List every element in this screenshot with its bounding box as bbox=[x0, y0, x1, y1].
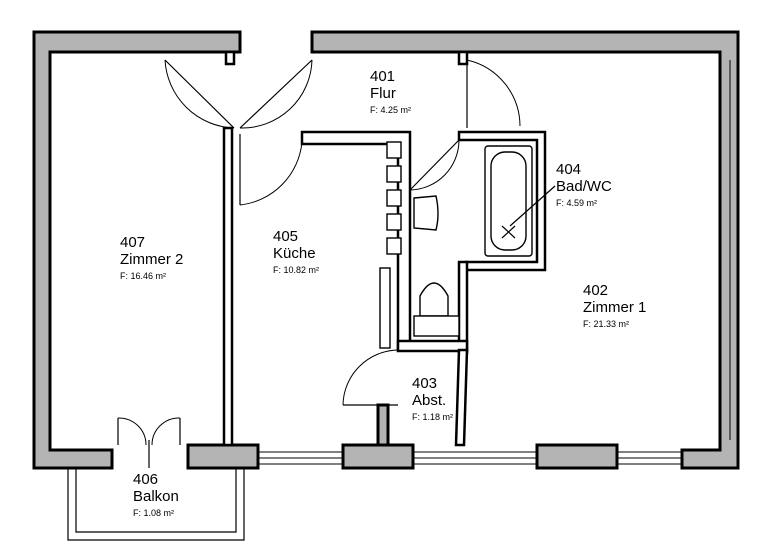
room-area: F: 1.18 m² bbox=[412, 412, 454, 422]
wall-bad-lower bbox=[457, 260, 469, 354]
chimney-shaft bbox=[379, 267, 391, 349]
wall-stub-top bbox=[224, 50, 236, 66]
balcony-railing bbox=[67, 468, 245, 541]
room-label-403: 403 Abst. F: 1.18 m² bbox=[412, 375, 453, 424]
door-swing bbox=[466, 59, 521, 127]
wall-stub-top bbox=[457, 50, 469, 66]
room-area: F: 21.33 m² bbox=[583, 319, 630, 329]
room-number: 406 bbox=[133, 471, 159, 488]
room-area: F: 1.08 m² bbox=[133, 508, 175, 518]
room-area: F: 16.46 m² bbox=[120, 271, 167, 281]
bathtub-drain-mark bbox=[501, 225, 516, 239]
wall-abst-slant bbox=[454, 348, 469, 447]
exterior-wall-bottom-segment bbox=[341, 443, 415, 470]
room-number: 401 bbox=[370, 68, 396, 85]
room-label-405: 405 Küche F: 10.82 m² bbox=[273, 228, 319, 277]
room-name: Balkon bbox=[133, 488, 179, 505]
balcony-railing-inner bbox=[75, 468, 237, 533]
door-swing bbox=[239, 59, 313, 129]
chimney-flue bbox=[386, 213, 402, 231]
exterior-wall-left-top bbox=[32, 30, 242, 470]
room-area: F: 4.59 m² bbox=[556, 198, 598, 208]
room-number: 402 bbox=[583, 282, 609, 299]
chimney-flues bbox=[379, 141, 402, 349]
room-label-401: 401 Flur F: 4.25 m² bbox=[370, 68, 411, 117]
room-number: 407 bbox=[120, 234, 146, 251]
exterior-walls bbox=[32, 30, 740, 470]
door-leaf bbox=[239, 59, 313, 129]
room-name: Zimmer 2 bbox=[120, 251, 184, 268]
toilet-tank bbox=[413, 315, 460, 337]
room-name: Flur bbox=[370, 85, 396, 102]
door-swing bbox=[164, 59, 235, 129]
balcony bbox=[67, 468, 245, 541]
door-swing bbox=[151, 417, 181, 446]
room-area: F: 10.82 m² bbox=[273, 265, 320, 275]
chimney-flue bbox=[386, 189, 402, 207]
door-swing bbox=[239, 141, 303, 206]
doors bbox=[117, 59, 521, 468]
wall-abst-top bbox=[396, 339, 469, 353]
exterior-wall-bottom-segment bbox=[186, 443, 260, 470]
room-name: Bad/WC bbox=[556, 178, 612, 195]
bad-label-leader bbox=[509, 185, 556, 227]
door-swing bbox=[117, 417, 147, 446]
room-number: 403 bbox=[412, 375, 438, 392]
room-label-402: 402 Zimmer 1 F: 21.33 m² bbox=[583, 282, 646, 331]
room-number: 404 bbox=[556, 161, 582, 178]
exterior-wall-bottom-segment bbox=[535, 443, 619, 470]
toilet-icon bbox=[419, 282, 449, 317]
room-label-407: 407 Zimmer 2 F: 16.46 m² bbox=[120, 234, 183, 283]
room-label-406: 406 Balkon F: 1.08 m² bbox=[133, 471, 179, 520]
wall-zimmer2-kueche bbox=[222, 126, 234, 447]
sink-icon bbox=[413, 195, 439, 231]
room-number: 405 bbox=[273, 228, 299, 245]
bathtub-inner bbox=[490, 151, 527, 251]
door-swing bbox=[409, 139, 460, 191]
door-leaf bbox=[164, 59, 235, 129]
room-area: F: 4.25 m² bbox=[370, 105, 412, 115]
door-leaf bbox=[409, 139, 460, 191]
chimney-flue bbox=[386, 165, 402, 183]
chimney-flue bbox=[386, 141, 402, 159]
bathroom-fixtures bbox=[413, 145, 556, 337]
chimney-flue bbox=[386, 237, 402, 255]
wall-stub bbox=[376, 403, 390, 447]
room-label-404: 404 Bad/WC F: 4.59 m² bbox=[556, 161, 612, 210]
door-swing bbox=[342, 349, 399, 406]
exterior-wall-top-right bbox=[310, 30, 740, 470]
room-name: Zimmer 1 bbox=[583, 299, 647, 316]
room-name: Abst. bbox=[412, 392, 447, 409]
windows bbox=[258, 60, 731, 465]
room-name: Küche bbox=[273, 245, 316, 262]
